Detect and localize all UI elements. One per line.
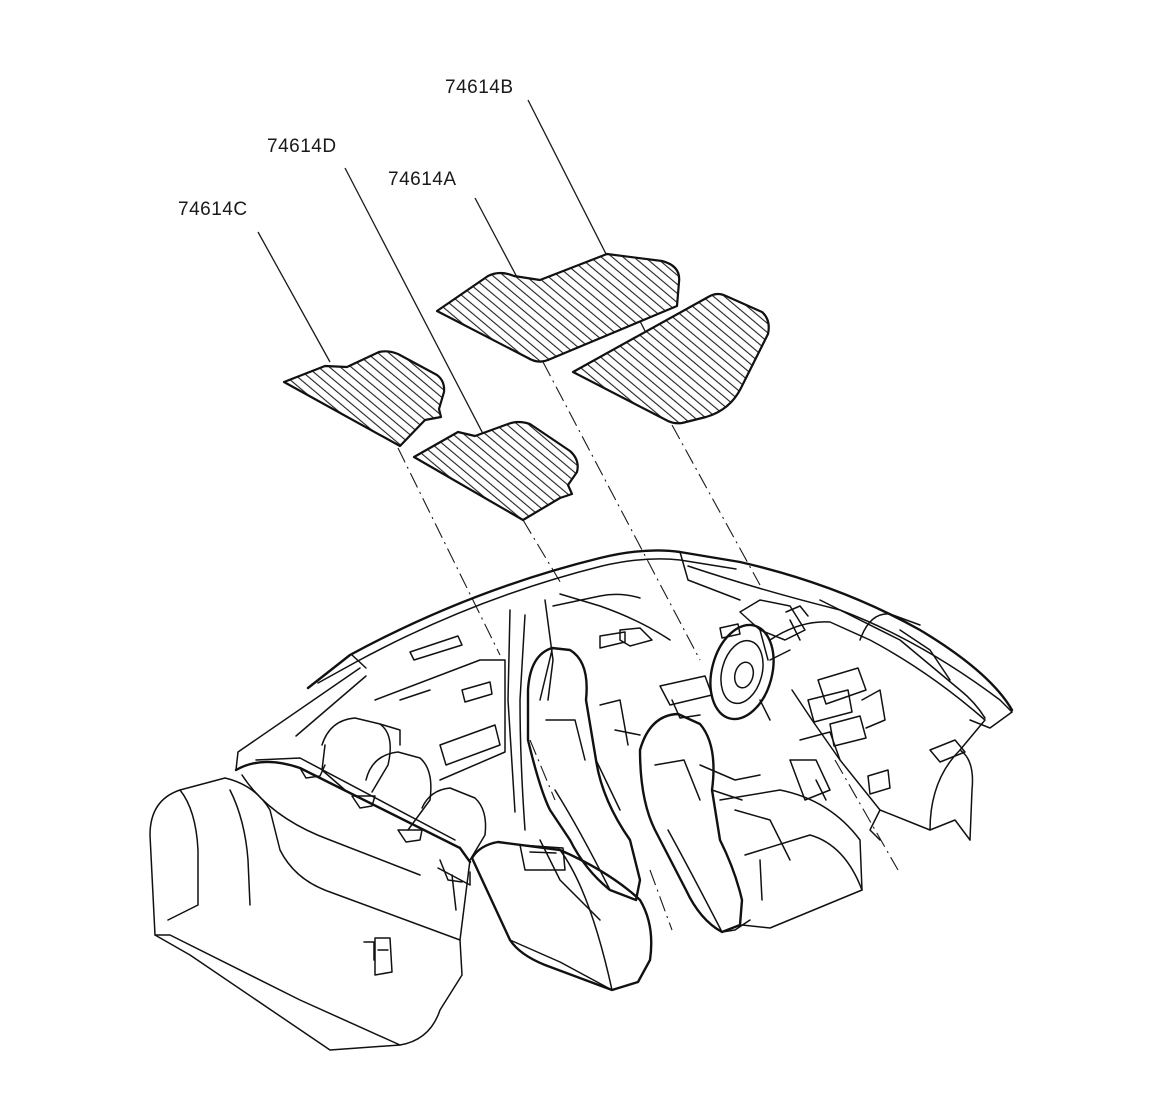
mat-74614D[interactable] [412,420,579,522]
rear-seat-cushion [470,840,653,992]
front-left-seat [526,646,642,902]
floor-mats [282,252,770,522]
centerline-mid-lower [649,869,673,931]
dashboard [769,621,986,831]
centerline-74614A [542,361,701,661]
mat-74614B[interactable] [571,292,770,425]
centerline-74614D [522,519,563,586]
leader-74614C [257,231,331,363]
label-74614D: 74614D [267,136,337,157]
label-74614A: 74614A [388,169,457,190]
centerline-rear-lower [529,739,556,801]
centerline-74614B [671,424,761,586]
front-right-seat [638,712,744,934]
centerline-front-lower [834,759,899,871]
trunk-outline [149,777,463,1051]
rear-seatback-left [321,717,391,793]
alignment-centerlines [397,361,899,931]
mat-74614A[interactable] [435,252,681,363]
label-74614C: 74614C [178,199,248,220]
label-74614B: 74614B [445,77,514,98]
centerline-74614C [397,447,501,656]
vehicle-interior-drawing [149,549,1014,1051]
mat-74614C[interactable] [282,350,446,448]
